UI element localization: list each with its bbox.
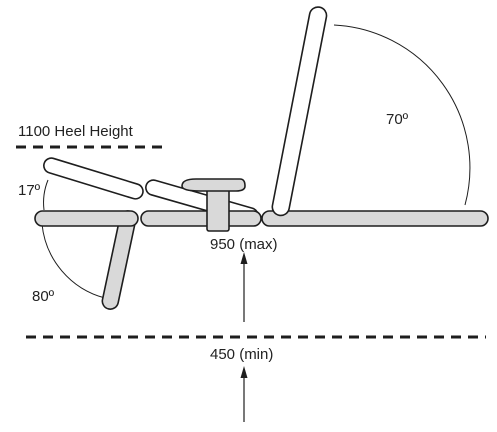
knee-angle-arc: [41, 223, 106, 299]
backrest-segment: [261, 210, 489, 227]
raised-leg-rest-segment: [43, 157, 144, 200]
raised-backrest-segment: [271, 6, 328, 217]
knee-angle-label: 80º: [32, 288, 55, 305]
max-height-label: 950 (max): [210, 236, 278, 253]
max-height-arrowhead: [240, 252, 248, 264]
pedestal-handle: [181, 178, 246, 192]
back-angle-label: 70º: [386, 111, 409, 128]
back-angle-arc: [333, 24, 471, 206]
pedestal-column: [206, 188, 230, 232]
leg-raise-angle-arc: [43, 179, 49, 211]
leg-rest-segment: [34, 210, 139, 227]
min-height-arrowhead: [240, 366, 248, 378]
min-height-label: 450 (min): [210, 346, 273, 363]
leg-raise-angle-label: 17º: [18, 182, 41, 199]
heel-height-label: 1100 Heel Height: [18, 123, 134, 140]
seat-segment: [140, 210, 262, 227]
